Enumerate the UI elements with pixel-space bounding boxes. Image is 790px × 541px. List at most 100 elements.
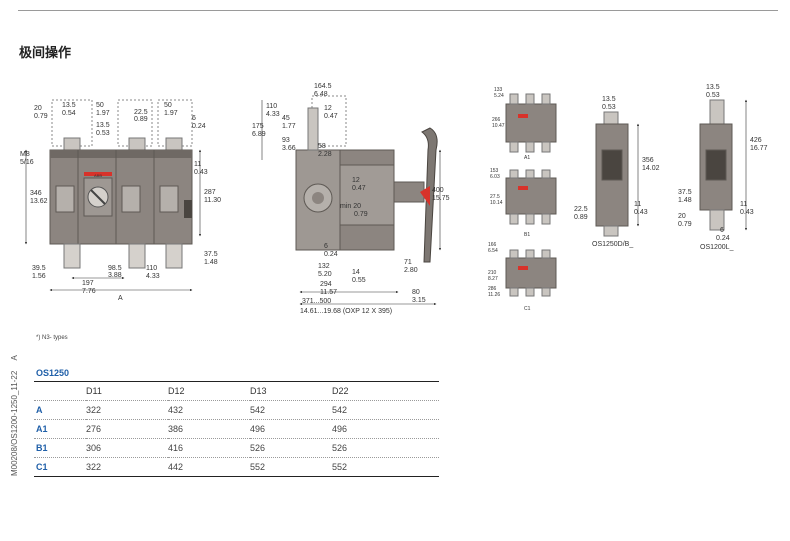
dim-label: 8.27: [488, 276, 498, 282]
dim-label: 4.33: [266, 111, 280, 118]
dim-label: 0.43: [740, 209, 754, 216]
dim-label: 5.24: [494, 93, 504, 99]
dim-label: 10.14: [490, 200, 503, 206]
variant-label: C1: [524, 306, 531, 312]
row-key: C1: [34, 457, 86, 477]
dim-label: 11: [634, 201, 641, 208]
dim-label: 6.89: [252, 131, 266, 138]
dim-label: 0.43: [194, 169, 208, 176]
dim-label: 10.47: [492, 123, 505, 129]
dim-label: 371...500: [302, 298, 331, 305]
dim-label: 0.24: [324, 251, 338, 258]
table-cell: 386: [168, 419, 250, 439]
dim-label: 71: [404, 259, 412, 266]
variant-c1-drawing: 166 6.54 210 8.27 286 11.26 C1: [488, 242, 557, 312]
dim-label: 294: [320, 281, 332, 288]
dim-label: 93: [282, 137, 290, 144]
dim-label: 6: [720, 227, 724, 234]
dim-label: 11: [740, 201, 747, 208]
dim-label: 22.5: [574, 206, 588, 213]
dim-label: 0.24: [716, 235, 730, 242]
table-cell: 542: [250, 400, 332, 420]
table-row: B1 306 416 526 526: [34, 438, 439, 458]
table-cell: 552: [332, 457, 439, 477]
table-cell: 322: [86, 400, 168, 420]
front-view-drawing: ABB 20 0.79 13.5 0.54 50 1.97 13.5 0.53 …: [20, 99, 221, 302]
table-cell: 306: [86, 438, 168, 458]
side-view-drawing: 164.5 6.48 110 4.33 12 0.47 45 1.77 175 …: [252, 83, 450, 315]
dim-label: 45: [282, 115, 290, 122]
dim-label: 27.5: [490, 194, 500, 200]
dim-label: 0.79: [678, 221, 692, 228]
dim-label: 210: [488, 270, 497, 276]
dim-label: 164.5: [314, 83, 332, 90]
table-cell: 496: [332, 419, 439, 439]
column-header: [34, 381, 86, 401]
dim-label: 153: [490, 168, 499, 174]
column-header: D13: [250, 381, 332, 401]
row-key: A: [34, 400, 86, 420]
dim-label: 426: [750, 137, 762, 144]
dim-label: 132: [318, 263, 330, 270]
dim-label: 13.5: [602, 96, 616, 103]
brand-logo: ABB: [94, 173, 102, 178]
dim-label: 6.54: [488, 248, 498, 254]
dim-label: 356: [642, 157, 654, 164]
dim-label: 0.89: [134, 116, 148, 123]
dim-label: 0.79: [354, 211, 368, 218]
dim-label: 1.48: [678, 197, 692, 204]
dim-label: 16.77: [750, 145, 768, 152]
dim-label: 13.5: [62, 102, 76, 109]
dim-label: 5.20: [318, 271, 332, 278]
dim-label: 98.5: [108, 265, 122, 272]
dim-label: 37.5: [204, 251, 218, 258]
dim-label: 3.15: [412, 297, 426, 304]
dim-label: 58: [318, 143, 326, 150]
dim-label: 50: [96, 102, 104, 109]
dim-label: 2.28: [318, 151, 332, 158]
dim-label: 166: [488, 242, 497, 248]
dim-label: 346: [30, 190, 42, 197]
dim-label: 20: [34, 105, 42, 112]
table-cell: 442: [168, 457, 250, 477]
os1200l-caption: OS1200L_: [700, 244, 734, 251]
column-header: D22: [332, 381, 439, 401]
series-row: OS1250: [34, 365, 439, 382]
table-cell: 526: [332, 438, 439, 458]
dim-label: min 20: [340, 203, 361, 210]
dim-label: 1.48: [204, 259, 218, 266]
os1250d-drawing: 13.5 0.53 356 14.02 22.5 0.89 11 0.43 OS…: [574, 96, 660, 248]
dim-label: 15.75: [432, 195, 450, 202]
variant-a1-drawing: 133 5.24 266 10.47 A1: [492, 87, 557, 161]
dim-label: A: [118, 295, 123, 302]
dim-label: 286: [488, 286, 497, 292]
dim-label: 110: [266, 103, 277, 110]
dim-label: 14: [352, 269, 360, 276]
top-rule: [18, 10, 778, 11]
table-cell: 496: [250, 419, 332, 439]
dim-label: 50: [164, 102, 172, 109]
dim-label: 1.77: [282, 123, 296, 130]
dim-label: 6.03: [490, 174, 500, 180]
dim-label: 3.66: [282, 145, 296, 152]
dim-label: 1.56: [32, 273, 46, 280]
dim-label: 11.57: [320, 289, 337, 296]
dim-label: 1.97: [96, 110, 110, 117]
dim-label: 266: [492, 117, 501, 123]
dim-label: 197: [82, 280, 94, 287]
dim-label: 37.5: [678, 189, 692, 196]
dim-label: 14.61...19.68 (OXP 12 X 395): [300, 308, 392, 315]
dim-label: 0.43: [634, 209, 648, 216]
column-header: D11: [86, 381, 168, 401]
dim-label: 5/16: [20, 159, 34, 166]
dim-label: 22.5: [134, 109, 148, 116]
os1250d-caption: OS1250D/B_: [592, 241, 633, 248]
dim-label: 14.02: [642, 165, 660, 172]
dim-label: 11: [194, 161, 201, 168]
table-cell: 552: [250, 457, 332, 477]
dim-label: 0.54: [62, 110, 76, 117]
dim-label: 0.89: [574, 214, 588, 221]
table-row: A1 276 386 496 496: [34, 419, 439, 439]
document-code-text: M00208/OS1200-1250_11-22: [10, 370, 19, 476]
dim-label: 39.5: [32, 265, 46, 272]
